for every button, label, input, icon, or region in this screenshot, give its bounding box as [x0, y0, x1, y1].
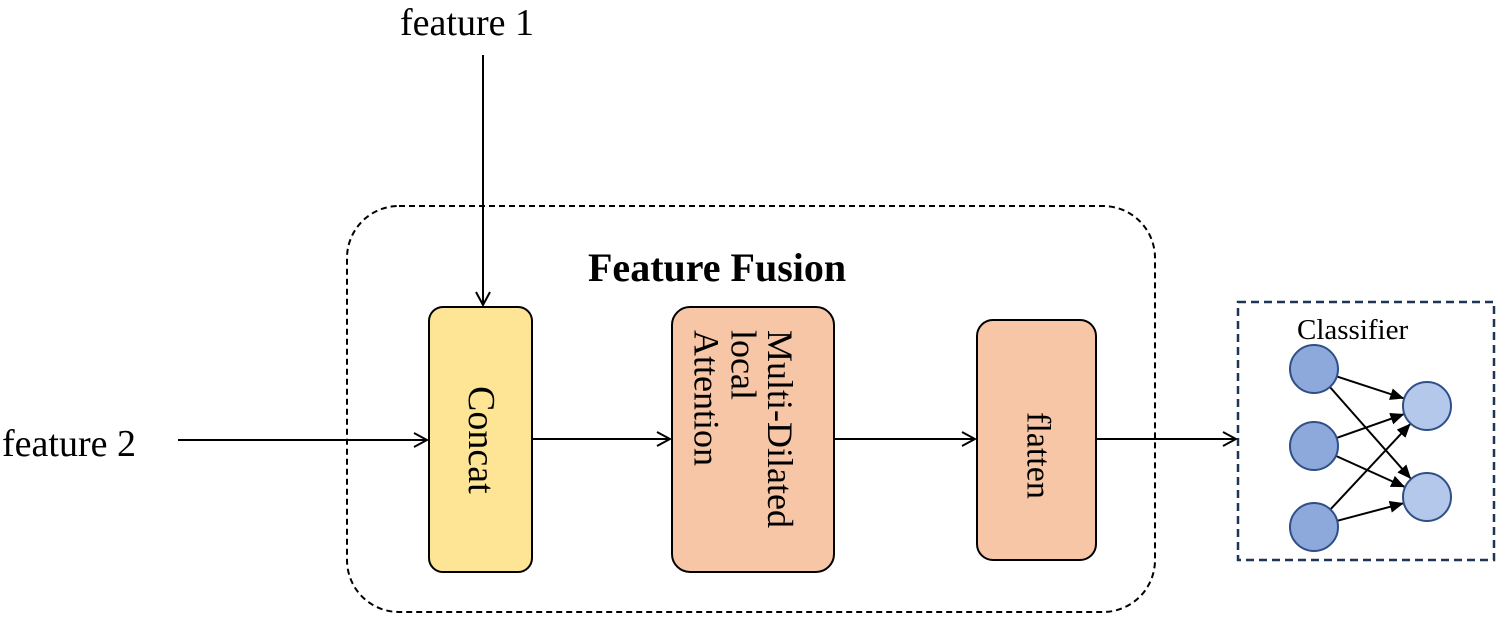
classifier-edge — [1329, 423, 1411, 511]
classifier-edge — [1336, 375, 1405, 400]
flatten-label: flatten — [1019, 412, 1057, 499]
classifier-edge — [1335, 454, 1406, 488]
classifier-nodes — [1289, 344, 1452, 552]
classifier-output-node — [1402, 381, 1452, 431]
concat-block — [428, 306, 533, 573]
classifier-input-node — [1289, 344, 1339, 394]
attention-label: Multi-Dilated local Attention — [686, 330, 801, 528]
concat-label: Concat — [459, 386, 502, 494]
classifier-edges — [1329, 375, 1412, 522]
classifier-container — [1236, 300, 1496, 562]
feature2-label: feature 2 — [2, 423, 136, 465]
attention-block — [671, 306, 835, 573]
feature-fusion-container — [346, 205, 1156, 613]
classifier-edge — [1329, 386, 1412, 480]
classifier-output-node — [1402, 472, 1452, 522]
classifier-edge — [1336, 413, 1405, 439]
classifier-edge — [1336, 500, 1404, 522]
flatten-block — [976, 319, 1097, 561]
classifier-input-node — [1289, 502, 1339, 552]
feature1-label: feature 1 — [400, 2, 534, 44]
attention-label-line-2: local — [723, 330, 764, 400]
attention-label-line-1: Multi-Dilated — [760, 330, 801, 528]
classifier-input-node — [1289, 421, 1339, 471]
feature-fusion-title: Feature Fusion — [588, 245, 847, 290]
attention-label-line-3: Attention — [686, 330, 727, 466]
classifier-title: Classifier — [1297, 314, 1409, 346]
